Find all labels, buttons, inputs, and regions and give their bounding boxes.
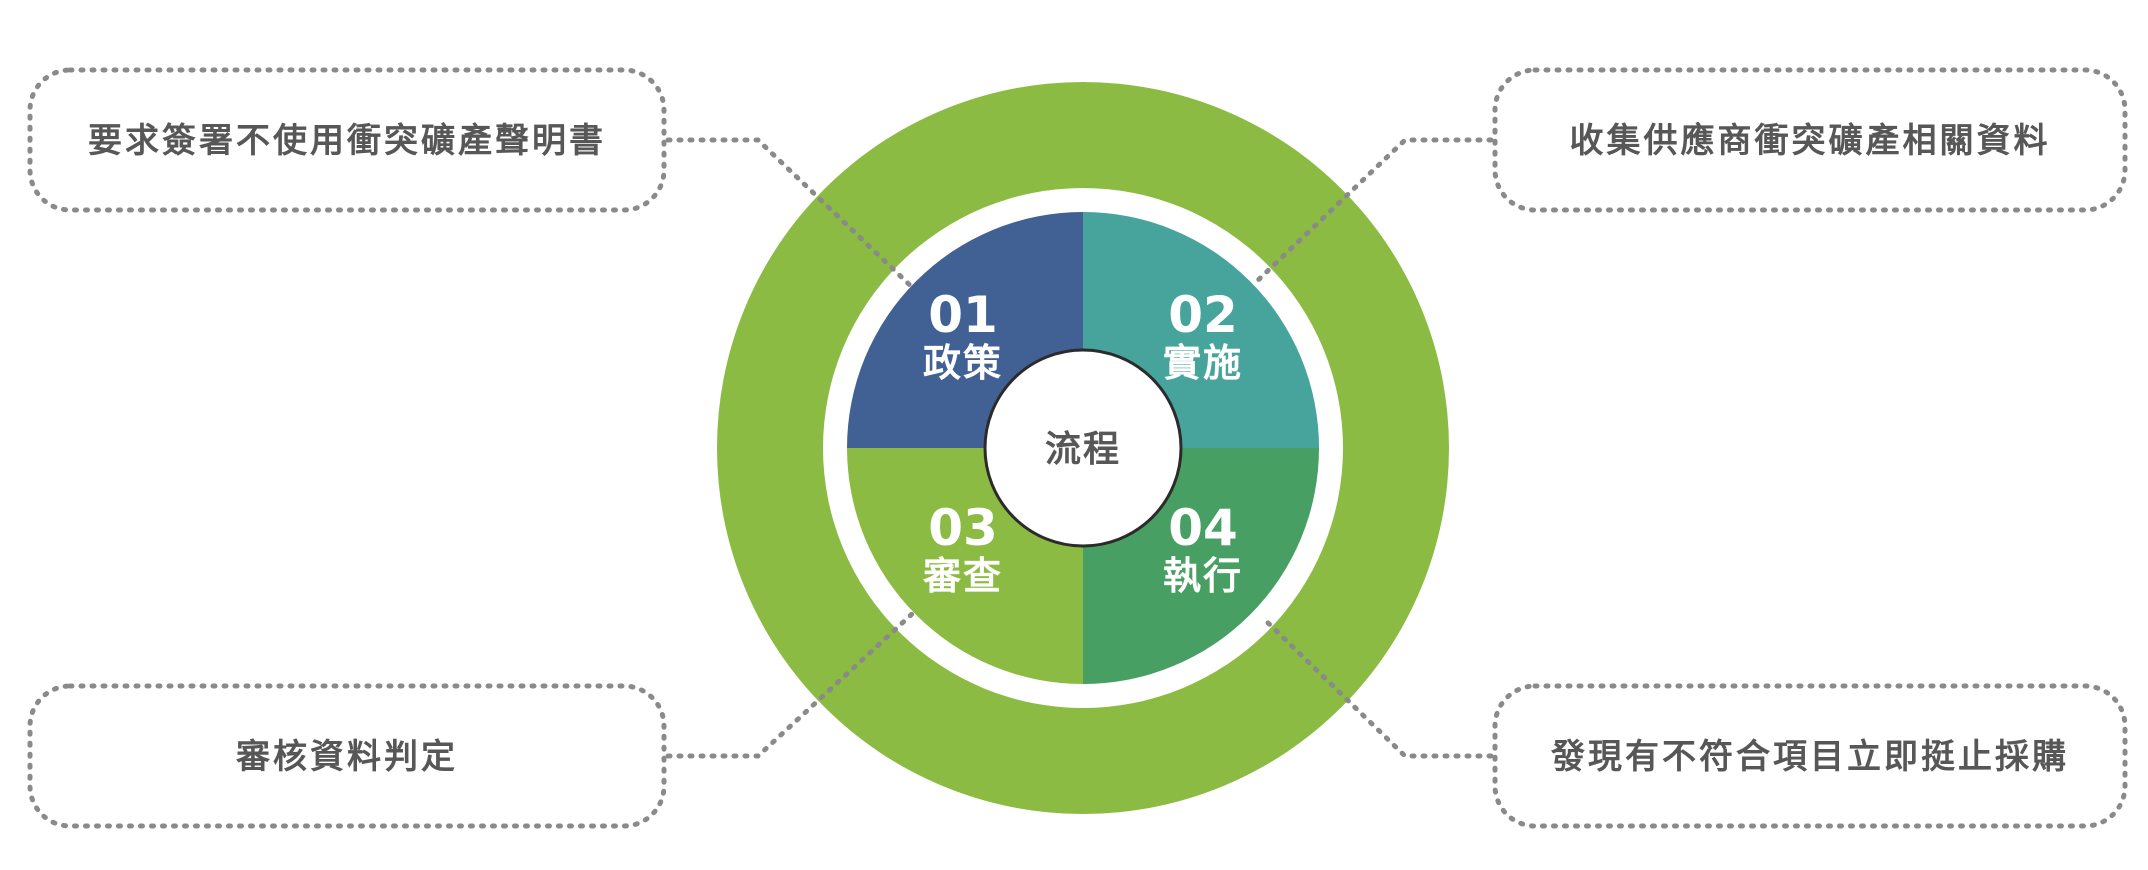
callout-box-top-right bbox=[1492, 67, 2128, 213]
connector-top-right bbox=[1252, 137, 1494, 286]
callout-text-bottom-right: 發現有不符合項目立即挺止採購 bbox=[1550, 737, 2069, 777]
connector-top-left bbox=[665, 137, 918, 293]
center-circle bbox=[983, 348, 1183, 548]
center-label: 流程 bbox=[1045, 429, 1121, 470]
quadrant-02-number: 02 bbox=[1168, 286, 1238, 344]
quadrant-04-number: 04 bbox=[1168, 499, 1238, 557]
connector-bottom-right bbox=[1259, 614, 1494, 759]
quadrant-02-name: 實施 bbox=[1163, 341, 1243, 385]
callout-box-top-left bbox=[27, 67, 667, 213]
callout-text-top-left: 要求簽署不使用衝突礦產聲明書 bbox=[88, 121, 606, 161]
callout-box-bottom-right bbox=[1492, 683, 2128, 829]
callout-text-bottom-left: 審核資料判定 bbox=[235, 737, 458, 777]
quadrant-04-name: 執行 bbox=[1163, 554, 1243, 598]
connector-bottom-left bbox=[665, 611, 915, 759]
quadrant-01-number: 01 bbox=[928, 286, 998, 344]
quadrant-03-number: 03 bbox=[928, 499, 998, 557]
callout-box-bottom-left bbox=[27, 683, 667, 829]
quadrant-01-name: 政策 bbox=[923, 341, 1003, 385]
callout-text-top-right: 收集供應商衝突礦產相關資料 bbox=[1570, 121, 2051, 161]
quadrant-03-name: 審查 bbox=[922, 554, 1003, 598]
